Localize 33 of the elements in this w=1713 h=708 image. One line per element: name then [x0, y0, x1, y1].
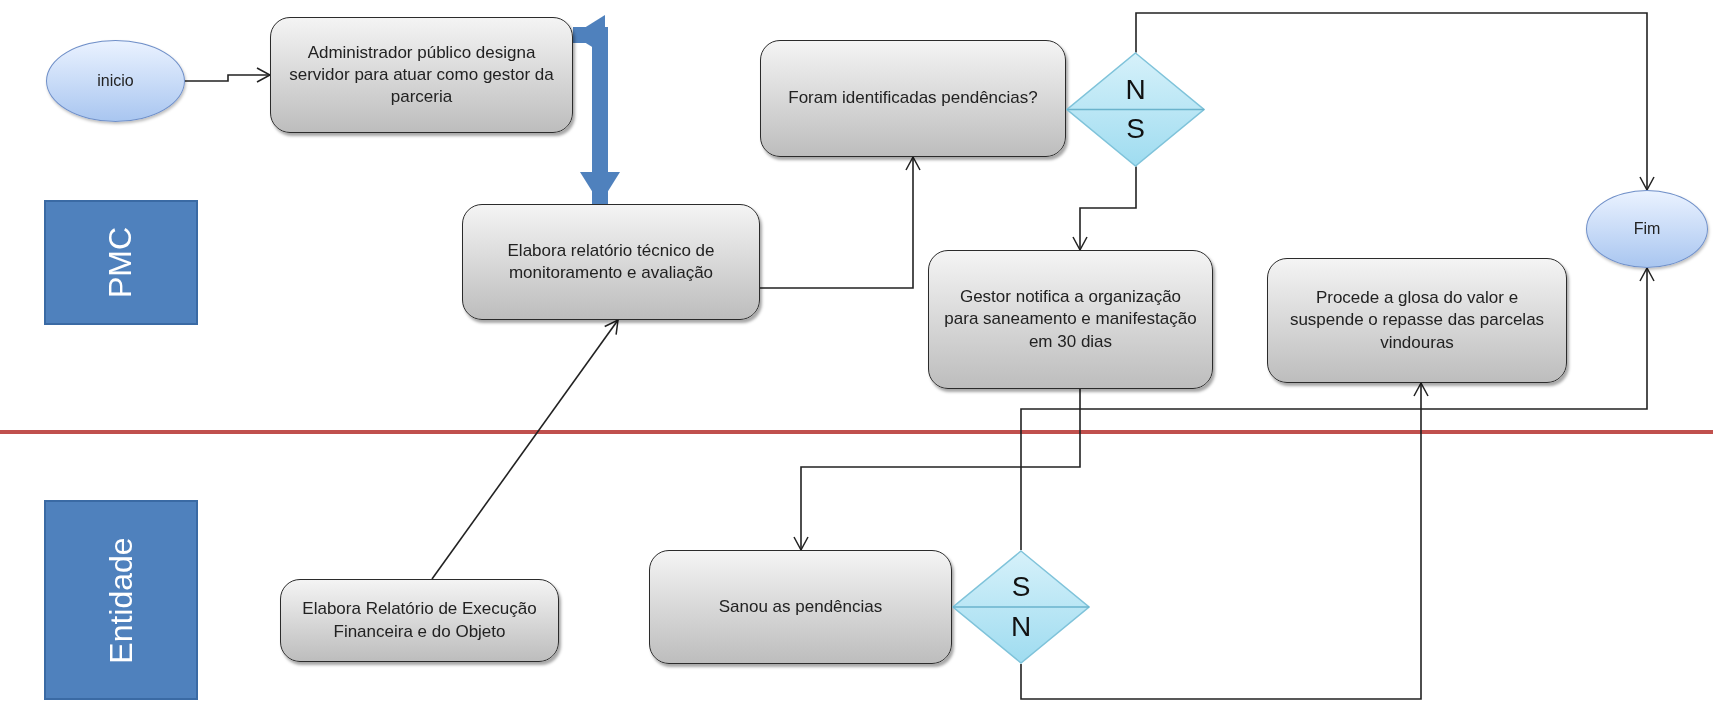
process-text: Elabora Relatório de Execução Financeira e do Objeto: [301, 598, 538, 643]
connector-arrow: [1020, 382, 1429, 700]
process-box: [462, 204, 760, 320]
decision-answer: S: [1126, 115, 1145, 144]
lane-header: [44, 500, 198, 700]
connector-arrow: [1135, 12, 1655, 191]
decision-answer: N: [1010, 612, 1032, 641]
connector-arrow: [431, 319, 619, 580]
connector-arrow: [793, 388, 1081, 551]
terminal-text: Fim: [1633, 220, 1661, 238]
process-box: [1267, 258, 1567, 383]
decision-answer: S: [1011, 573, 1031, 602]
process-box: [280, 579, 559, 662]
process-text: Sanou as pendências: [718, 595, 883, 618]
process-box: [270, 17, 573, 133]
connector-arrow: [184, 67, 271, 83]
process-text: Administrador público designa servidor para atuar como gestor da parceria: [288, 41, 555, 109]
lane-header: [44, 200, 198, 325]
decision-answer: N: [1125, 75, 1146, 104]
connector-arrow: [1020, 267, 1655, 551]
process-text: Elabora relatório técnico de monitoramento e avaliação: [506, 239, 716, 284]
lane-title: Entidade: [102, 536, 140, 664]
process-text: Foram identificadas pendências?: [788, 87, 1038, 110]
terminal-text: inicio: [97, 72, 134, 90]
process-text: Procede a glosa do valor e suspende o repasse das parcelas vindouras: [1288, 287, 1546, 354]
process-box: [928, 250, 1213, 389]
decision-diamond: [952, 550, 1090, 664]
connector-arrow: [759, 156, 921, 289]
decision-diamond: [1066, 52, 1205, 167]
lane-title: PMC: [102, 226, 140, 299]
process-text: Gestor notifica a organização para saneamento e manifestação em 30 dias: [943, 286, 1198, 353]
connector-arrow: [1072, 165, 1137, 251]
block-arrow: [573, 15, 620, 204]
